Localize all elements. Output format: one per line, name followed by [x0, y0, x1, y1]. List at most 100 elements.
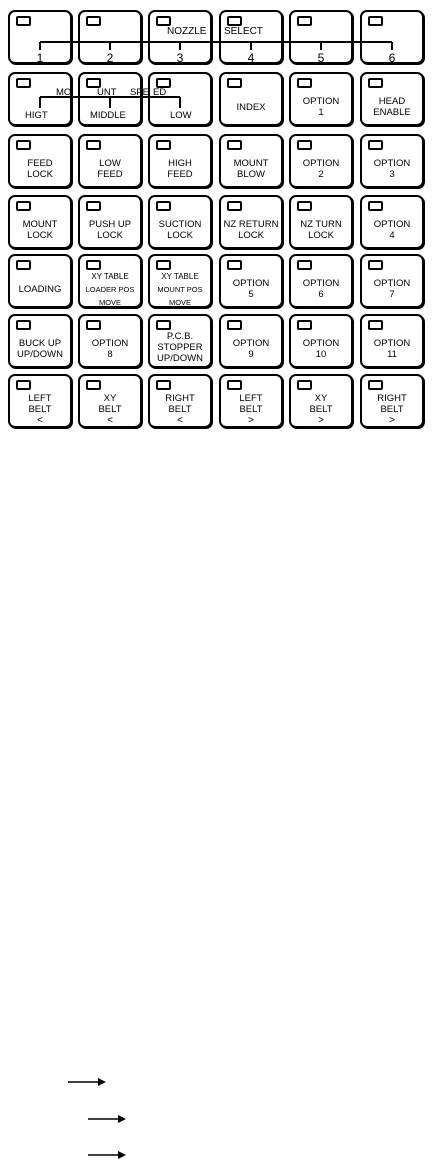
nozzle-select-key-3[interactable] [148, 10, 212, 64]
key-label: LOADING [18, 283, 62, 295]
key-led-indicator [86, 78, 101, 88]
key-led-indicator [227, 320, 242, 330]
nozzle-number-4: 4 [247, 51, 255, 65]
key-led-indicator [227, 78, 242, 88]
key-led-indicator [227, 140, 242, 150]
key-led-indicator [156, 201, 171, 211]
nozzle-select-key-5[interactable] [289, 10, 353, 64]
key-led-indicator [368, 140, 383, 150]
key-led-indicator [297, 140, 312, 150]
key-led-indicator [227, 16, 242, 26]
nozzle-select-key-4[interactable] [219, 10, 283, 64]
loading-key[interactable]: LOADING [8, 254, 72, 308]
key-led-indicator [297, 78, 312, 88]
pointer-arrows [60, 1070, 160, 1162]
key-led-indicator [156, 380, 171, 390]
arrow-icons [68, 1078, 126, 1159]
key-led-indicator [227, 201, 242, 211]
key-led-indicator [297, 260, 312, 270]
right-arrow-icon-1 [68, 1078, 106, 1086]
key-led-indicator [16, 78, 31, 88]
nozzle-select-key-2[interactable] [78, 10, 142, 64]
key-led-indicator [86, 140, 101, 150]
key-led-indicator [156, 140, 171, 150]
key-led-indicator [227, 260, 242, 270]
key-led-indicator [16, 320, 31, 330]
mount-speed-level-high: HIGT [25, 110, 48, 121]
key-led-indicator [368, 78, 383, 88]
key-led-indicator [16, 260, 31, 270]
key-led-indicator [156, 320, 171, 330]
nozzle-select-key-1[interactable] [8, 10, 72, 64]
key-led-indicator [368, 380, 383, 390]
nozzle-select-key-6[interactable] [360, 10, 424, 64]
key-led-indicator [368, 320, 383, 330]
key-led-indicator [156, 260, 171, 270]
key-led-indicator [16, 201, 31, 211]
nozzle-number-5: 5 [317, 51, 325, 65]
key-led-indicator [156, 16, 171, 26]
key-led-indicator [297, 320, 312, 330]
key-led-indicator [297, 201, 312, 211]
key-led-indicator [86, 16, 101, 26]
key-led-indicator [16, 16, 31, 26]
key-led-indicator [297, 16, 312, 26]
nozzle-number-2: 2 [106, 51, 114, 65]
index-key[interactable]: INDEX [219, 72, 283, 126]
nozzle-select-label-right: SELECT [224, 26, 263, 37]
key-led-indicator [86, 260, 101, 270]
key-led-indicator [227, 380, 242, 390]
